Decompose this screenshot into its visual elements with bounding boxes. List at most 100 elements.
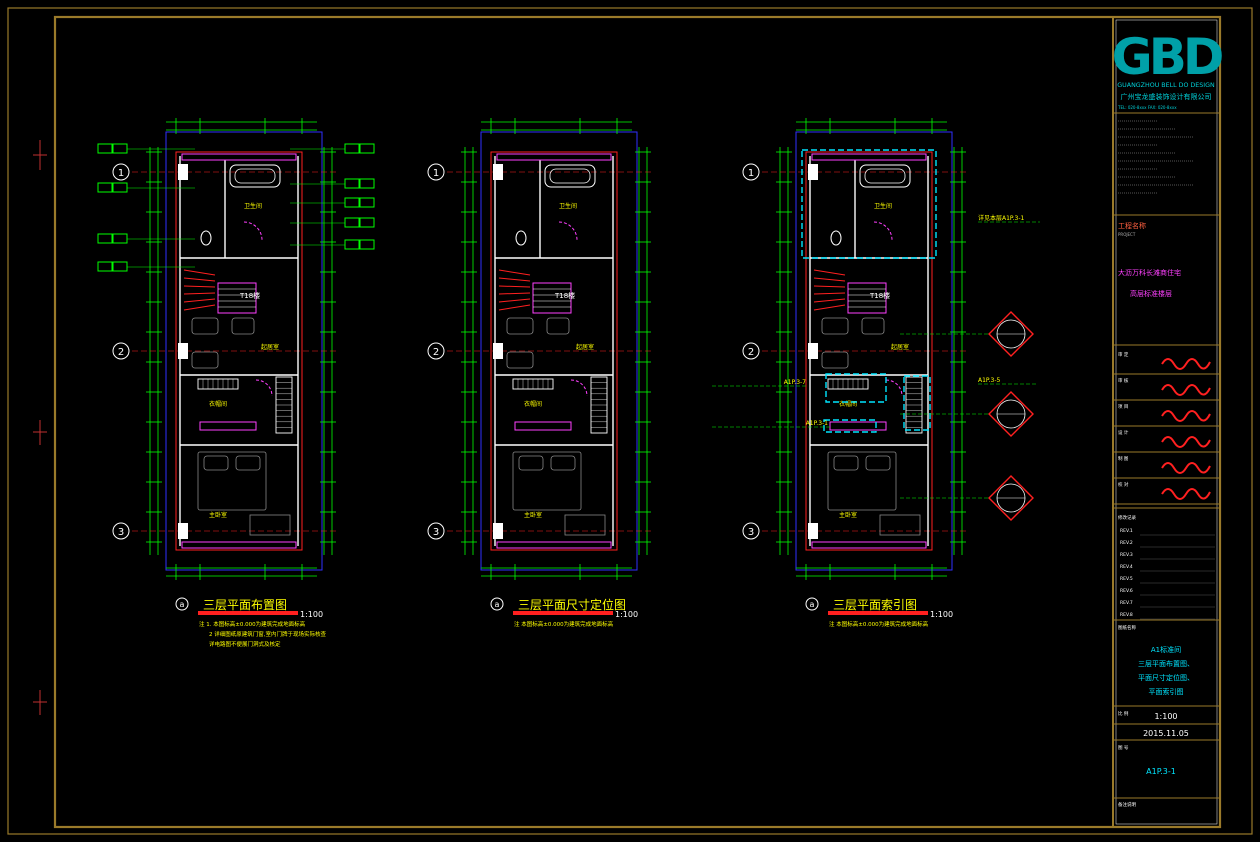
tb-frame (1112, 16, 1221, 828)
signature (1161, 462, 1211, 474)
revision-entry: REV.8 (1120, 612, 1133, 618)
company-logo: GBD (1112, 28, 1222, 86)
plan-outline (490, 151, 618, 551)
approval-label: 制 图 (1118, 455, 1129, 462)
tag-box (97, 233, 113, 244)
revision-entry: REV.2 (1120, 540, 1133, 546)
toilet (515, 230, 527, 246)
tag-box (344, 239, 360, 250)
grid-label: 1 (118, 168, 124, 179)
revision-entry: REV.1 (1120, 528, 1133, 534)
revision-entry: REV.4 (1120, 564, 1133, 570)
room-label-stair: T18楼 (239, 291, 260, 300)
room-label-bath: 卫生间 (559, 202, 577, 210)
bathtub (229, 164, 281, 188)
plan-note: 注 1. 本图标高±0.000为建筑完成地面标高 (199, 620, 306, 628)
bathtub-inner (549, 168, 591, 184)
tag-box (112, 182, 128, 193)
company-name-cn: 广州宝龙盛装饰设计有限公司 (1121, 92, 1212, 101)
room-label-closet: 衣帽间 (524, 400, 542, 408)
furniture (191, 317, 291, 536)
counter (514, 421, 572, 431)
door-swing (885, 379, 903, 397)
window-band (811, 153, 927, 161)
tag-box (112, 143, 128, 154)
ref-label: A1P.3-5 (978, 377, 1000, 384)
furniture (821, 317, 921, 536)
bathtub (544, 164, 596, 188)
window-band (496, 541, 612, 549)
room-label-living: 起居室 (891, 343, 909, 351)
index-diamond (988, 311, 1034, 357)
plan-title: 三层平面索引图 (833, 598, 917, 612)
bathtub-inner (864, 168, 906, 184)
column (493, 164, 503, 180)
room-label-bedroom: 主卧室 (839, 511, 857, 519)
signature (1161, 488, 1211, 500)
ref-label: A1P.3-7 (784, 379, 806, 386)
date-value: 2015.11.05 (1143, 729, 1189, 738)
material-tags (97, 143, 375, 272)
ref-label: 详见本层A1P.3-1 (978, 214, 1024, 222)
tag-box (359, 217, 375, 228)
index-highlight (823, 419, 877, 433)
revision-entry: REV.6 (1120, 588, 1133, 594)
room-label-bedroom: 主卧室 (209, 511, 227, 519)
grid-bubble (427, 522, 445, 540)
index-highlight (903, 375, 931, 431)
room-label-stair: T18楼 (869, 291, 890, 300)
title-underline (828, 611, 928, 615)
grid-label: 1 (748, 168, 754, 179)
tag-box (97, 261, 113, 272)
project-name-1: 大沥万科长滩商住宅 (1118, 268, 1181, 277)
drawing-title-line: 三层平面布置图、 (1138, 659, 1194, 668)
door-swing (558, 221, 578, 241)
stair-landing (532, 282, 572, 314)
column (493, 343, 503, 359)
window-band (181, 153, 297, 161)
room-label-stair: T18楼 (554, 291, 575, 300)
door-swing (873, 221, 893, 241)
grid-bubble (742, 522, 760, 540)
room-label-living: 起居室 (261, 343, 279, 351)
grid-label-a: a (495, 600, 500, 609)
toilet (200, 230, 212, 246)
room-label-closet: 衣帽间 (209, 400, 227, 408)
drawing-title-line: 平面尺寸定位图、 (1138, 673, 1194, 682)
grid-bubble-a (175, 597, 189, 611)
ref-label: A1P.3-1 (806, 420, 828, 427)
revision-entry: REV.7 (1120, 600, 1133, 606)
stair (183, 269, 216, 311)
grid-bubble-a (805, 597, 819, 611)
plan-scale: 1:100 (615, 610, 638, 619)
grid-label: 3 (118, 527, 124, 538)
grid-bubble (112, 342, 130, 360)
index-symbols (900, 311, 1034, 521)
project-label: 工程名称 (1118, 221, 1146, 230)
revision-entry: REV.5 (1120, 576, 1133, 582)
approval-label: 审 核 (1118, 377, 1129, 384)
tag-box (359, 143, 375, 154)
grid-bubble-a (490, 597, 504, 611)
bathtub-inner (234, 168, 276, 184)
company-name-en: GUANGZHOU BELL DO DESIGN (1117, 82, 1215, 89)
tag-box (359, 178, 375, 189)
grid-bubble (112, 163, 130, 181)
signature (1161, 384, 1211, 396)
room-label-bath: 卫生间 (244, 202, 262, 210)
project-label-en: PROJECT (1118, 232, 1136, 237)
grid-label: 2 (748, 347, 754, 358)
grid-bubble (742, 342, 760, 360)
plan-scale: 1:100 (930, 610, 953, 619)
toilet (830, 230, 842, 246)
tb-inner-frame (1115, 19, 1218, 825)
door-swing (255, 379, 273, 397)
drawing-no-label: 图 号 (1118, 745, 1129, 751)
scale-label: 比 例 (1118, 710, 1129, 717)
